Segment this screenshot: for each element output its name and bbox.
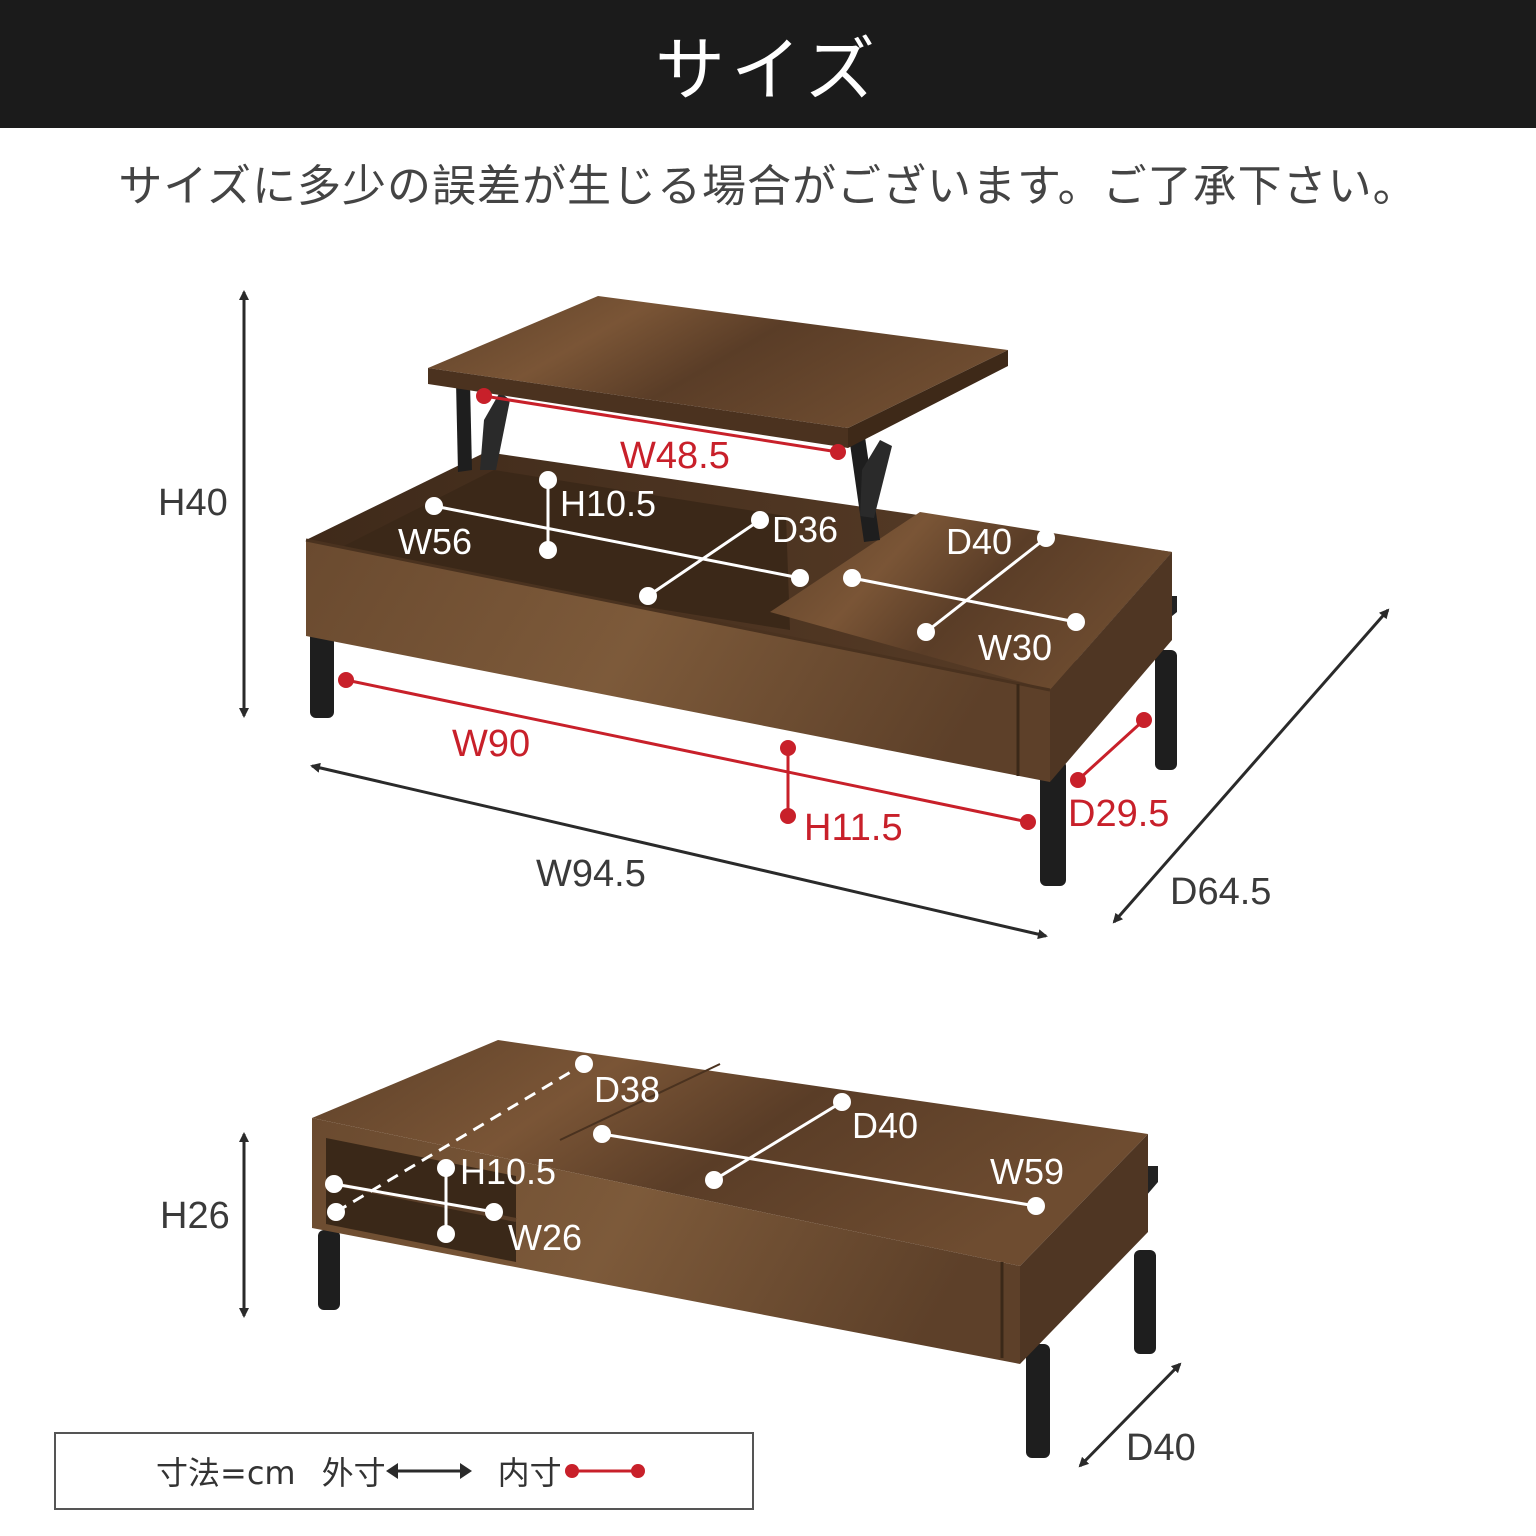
label-h40: H40 xyxy=(158,482,228,524)
leg-back-right xyxy=(1155,650,1177,770)
leg-lower-front-left xyxy=(318,1230,340,1310)
lift-arm-left xyxy=(456,382,472,472)
arrow-width-upper xyxy=(310,762,1048,940)
label-h11-5: H11.5 xyxy=(804,807,903,849)
legend-unit: 寸法=cm xyxy=(156,1454,296,1492)
leg-lower-front-right xyxy=(1026,1344,1050,1458)
label-d40-upper: D40 xyxy=(946,521,1012,562)
page-title: サイズ xyxy=(655,28,881,111)
upper-interior-dims xyxy=(425,471,1085,641)
legend-inner-label: 内寸 xyxy=(497,1454,562,1492)
lower-top-surface xyxy=(312,1040,1148,1266)
upper-inner-dims xyxy=(338,388,1152,830)
label-d29-5: D29.5 xyxy=(1068,793,1169,835)
lift-arm-left-b xyxy=(480,392,510,470)
label-w94-5: W94.5 xyxy=(536,853,646,895)
label-d40-lower-outer: D40 xyxy=(1126,1427,1196,1469)
lift-top-edge xyxy=(428,368,848,448)
label-w26: W26 xyxy=(508,1217,582,1258)
lift-top-surface xyxy=(428,296,1008,428)
lower-right-face xyxy=(1020,1134,1148,1364)
lift-arm-right-b xyxy=(860,440,892,518)
legend-outer-label: 外寸 xyxy=(321,1454,386,1492)
legend-inner-dot-icon xyxy=(564,1464,645,1478)
label-d36: D36 xyxy=(772,509,838,550)
arrow-depth-lower xyxy=(1078,1362,1182,1468)
leg-lower-back-right xyxy=(1134,1250,1156,1354)
label-d40-lower: D40 xyxy=(852,1105,918,1146)
dimension-legend: 寸法=cm 外寸 内寸 xyxy=(54,1432,754,1510)
label-w30: W30 xyxy=(978,627,1052,668)
label-h10-5-upper: H10.5 xyxy=(560,483,656,524)
label-d38: D38 xyxy=(594,1069,660,1110)
leg-front-left xyxy=(310,630,334,718)
upper-table xyxy=(305,296,1177,886)
upper-front-face xyxy=(306,540,1050,782)
lower-interior-dims xyxy=(325,1055,1045,1243)
label-h10-5-lower: H10.5 xyxy=(460,1151,556,1192)
size-notice: サイズに多少の誤差が生じる場合がございます。ご了承下さい。 xyxy=(118,161,1418,212)
label-w90: W90 xyxy=(452,723,530,765)
lift-top-edge-right xyxy=(848,350,1008,448)
label-d64-5: D64.5 xyxy=(1170,871,1271,913)
header-bar: サイズ xyxy=(0,0,1536,128)
label-w48-5: W48.5 xyxy=(620,435,730,477)
arrow-depth-upper xyxy=(1112,608,1390,924)
label-h26: H26 xyxy=(160,1195,230,1237)
label-w59: W59 xyxy=(990,1151,1064,1192)
legend-outer-arrow-icon xyxy=(385,1463,472,1479)
lower-table xyxy=(312,1040,1158,1458)
label-w56: W56 xyxy=(398,521,472,562)
